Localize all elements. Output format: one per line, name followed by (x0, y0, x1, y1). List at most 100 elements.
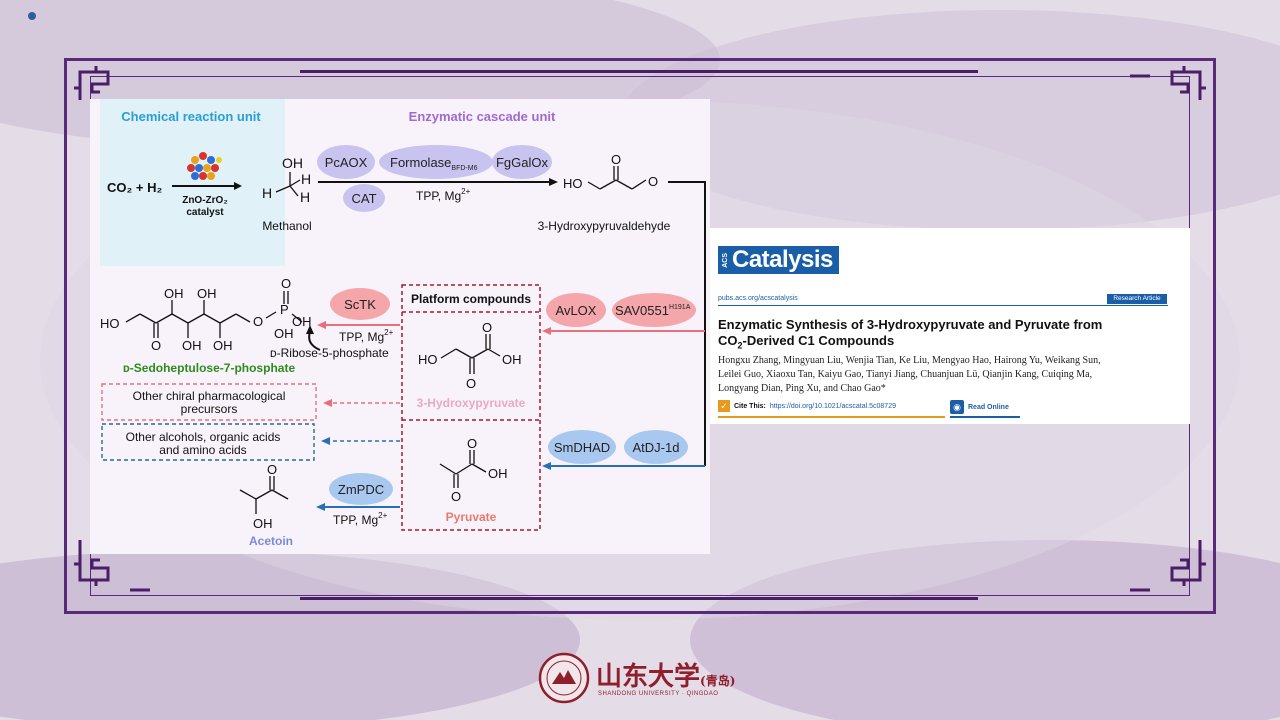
outer-frame (64, 58, 1216, 614)
paper-title-2: CO2-Derived C1 Compounds (718, 333, 895, 351)
acs-logo-prefix: ACS (722, 252, 729, 268)
svg-text:O: O (281, 276, 291, 291)
acetoin-structure (239, 476, 289, 514)
enzyme-smdhad (548, 430, 616, 464)
svg-text:O: O (253, 314, 263, 329)
enzyme-atdj1d-label: AtDJ-1d (633, 440, 680, 455)
svg-text:H: H (300, 189, 310, 205)
university-logo: 山东大学(青岛) SHANDONG UNIVERSITY · QINGDAO (538, 652, 748, 704)
cite-underline (718, 416, 945, 418)
other-chiral-1: Other chiral pharmacological (133, 389, 286, 403)
svg-text:OH: OH (213, 338, 233, 353)
hydroxypyruvaldehyde-structure (587, 166, 647, 190)
hpa-structure (440, 334, 501, 374)
header-rule (718, 305, 1168, 306)
paper-snippet: ACS Catalysis pubs.acs.org/acscatalysis … (710, 228, 1190, 424)
chemical-unit-title: Chemical reaction unit (121, 109, 261, 124)
svg-text:OH: OH (502, 352, 522, 367)
svg-text:OH: OH (274, 326, 294, 341)
authors-line-3: Longyang Dian, Ping Xu, and Chao Gao* (718, 383, 886, 394)
hpa-label: 3-Hydroxypyruvate (417, 396, 526, 410)
authors-line-2: Leilei Guo, Xiaoxu Tan, Kaiyu Gao, Tiany… (718, 369, 1093, 380)
enzyme-zmpdc (329, 473, 393, 505)
enzyme-fggalox (492, 145, 552, 179)
enzyme-cat-label: CAT (351, 191, 376, 206)
methanol-structure: OH H H H (262, 155, 311, 205)
enzyme-pcaox (317, 145, 375, 179)
svg-text:O: O (151, 338, 161, 353)
svg-text:O: O (267, 462, 277, 477)
doi-link[interactable]: https://doi.org/10.1021/acscatal.5c08729 (769, 402, 896, 410)
enzyme-atdj1d (624, 430, 688, 464)
bottom-decor-line (300, 597, 978, 600)
svg-text:H: H (301, 171, 311, 187)
svg-text:P: P (280, 302, 289, 317)
cofactor-pdc: TPP, Mg2+ (333, 511, 388, 527)
journal-url[interactable]: pubs.acs.org/acscatalysis (718, 295, 798, 302)
ho-label: HO (563, 176, 583, 191)
ribose-label: ᴅ-Ribose-5-phosphate (270, 346, 389, 360)
other-alcohols-1: Other alcohols, organic acids (126, 430, 281, 444)
top-decor-line (300, 70, 978, 73)
chemical-unit-bg (100, 99, 285, 266)
svg-text:OH: OH (253, 516, 273, 531)
enzyme-avlox (546, 293, 606, 327)
university-seal-icon (538, 652, 590, 704)
platform-title: Platform compounds (411, 292, 531, 306)
enzyme-cat (343, 184, 385, 212)
svg-text:HO: HO (100, 316, 120, 331)
svg-text:O: O (466, 376, 476, 391)
other-alcohols-2: and amino acids (159, 443, 246, 457)
enzymatic-unit-title: Enzymatic cascade unit (409, 109, 556, 124)
cofactor-sctk: TPP, Mg2+ (339, 328, 394, 344)
university-cn-text: 山东大学 (596, 662, 701, 692)
enzyme-zmpdc-label: ZmPDC (338, 482, 384, 497)
svg-text:OH: OH (282, 155, 303, 171)
enzyme-sctk (330, 288, 390, 320)
svg-text:OH: OH (197, 286, 217, 301)
svg-text:OH: OH (182, 338, 202, 353)
university-name-en: SHANDONG UNIVERSITY · QINGDAO (598, 691, 719, 697)
enzyme-pcaox-label: PcAOX (325, 155, 368, 170)
cite-this[interactable]: ✓ Cite This: https://doi.org/10.1021/acs… (718, 400, 896, 412)
svg-text:H: H (262, 185, 272, 201)
pyruvate-label: Pyruvate (446, 510, 497, 524)
cite-label: Cite This: (734, 402, 766, 410)
catalyst-icon (187, 152, 222, 180)
read-online[interactable]: ◉ Read Online (950, 400, 1009, 414)
sedoheptulose-label: ᴅ-Sedoheptulose-7-phosphate (123, 361, 296, 375)
enzyme-sctk-label: ScTK (344, 297, 376, 312)
acs-catalysis-logo: ACS Catalysis (718, 246, 839, 274)
article-type-badge: Research Article (1107, 294, 1167, 304)
check-icon: ✓ (718, 400, 730, 412)
svg-text:HO: HO (418, 352, 438, 367)
svg-text:O: O (482, 320, 492, 335)
platform-box (401, 284, 541, 531)
reactants-label: CO₂ + H₂ (107, 180, 162, 195)
acetoin-label: Acetoin (249, 534, 293, 548)
catalyst-label-2: catalyst (186, 207, 224, 218)
sedoheptulose-structure (125, 291, 303, 338)
enzyme-formolase (379, 145, 493, 179)
cofactor-top: TPP, Mg2+ (416, 187, 471, 203)
svg-text:O: O (611, 152, 621, 167)
enzyme-fggalox-label: FgGalOx (496, 155, 549, 170)
paper-title-1: Enzymatic Synthesis of 3-Hydroxypyruvate… (718, 317, 1103, 332)
university-name-cn: 山东大学(青岛) (596, 656, 735, 693)
svg-text:OH: OH (164, 286, 184, 301)
svg-text:O: O (451, 489, 461, 504)
methanol-label: Methanol (262, 219, 311, 233)
svg-text:O: O (648, 174, 658, 189)
enzyme-avlox-label: AvLOX (556, 303, 597, 318)
catalyst-label-1: ZnO-ZrO₂ (182, 195, 228, 206)
svg-text:OH: OH (292, 314, 312, 329)
read-underline (950, 416, 1020, 418)
enzyme-smdhad-label: SmDHAD (554, 440, 610, 455)
campus-cn-text: (青岛) (700, 674, 736, 688)
other-alcohols-box (101, 423, 315, 461)
svg-text:O: O (467, 436, 477, 451)
journal-name: Catalysis (732, 246, 833, 273)
aldehyde-label: 3-Hydroxypyruvaldehyde (538, 219, 671, 233)
